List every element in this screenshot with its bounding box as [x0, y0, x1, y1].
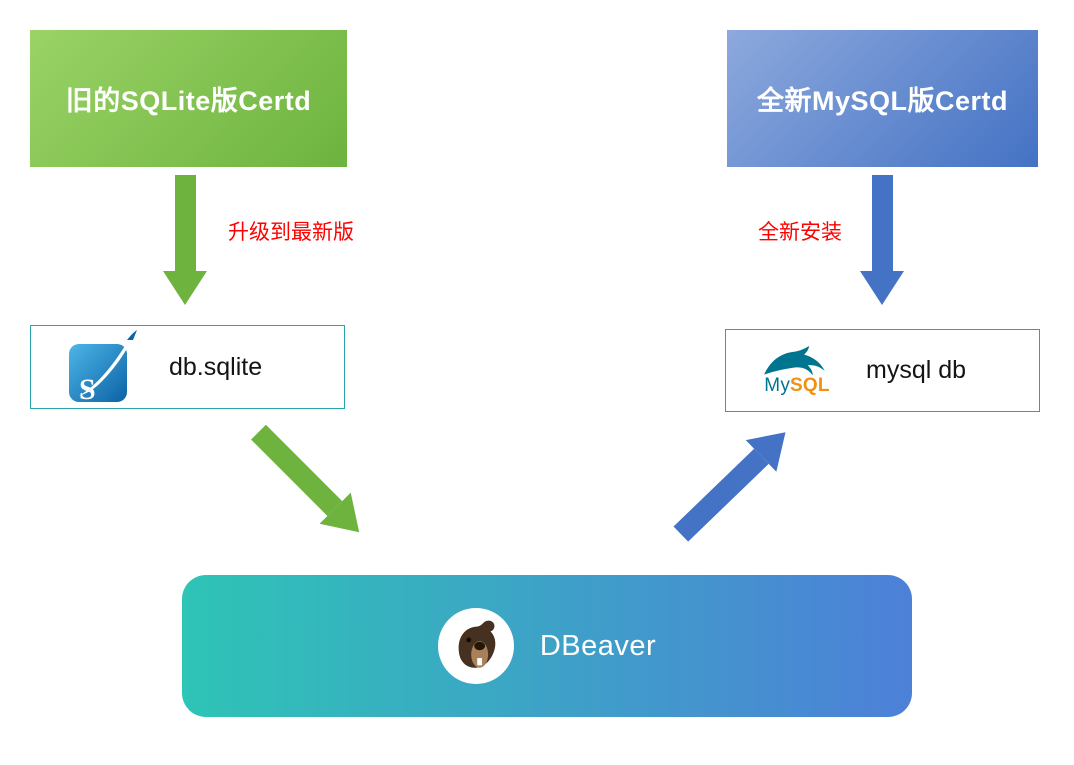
- sqlite-to-dbeaver-arrow: [243, 416, 375, 548]
- mysql-wordmark: MySQL: [764, 374, 830, 396]
- upgrade-edge-label: 升级到最新版: [228, 221, 354, 244]
- sqlite-icon: S: [67, 330, 137, 406]
- dbeaver-beaver-icon: [458, 620, 496, 668]
- node-mysql-db: MySQL mysql db: [725, 329, 1040, 412]
- arrow-head: [163, 271, 207, 305]
- arrow-shaft: [251, 424, 343, 516]
- fresh-install-arrow: [860, 175, 904, 305]
- node-sqlite-db: S db.sqlite: [30, 325, 345, 409]
- upgrade-arrow: [163, 175, 207, 305]
- dbeaver-to-mysql-arrow: [665, 416, 801, 549]
- fresh-install-edge-label: 全新安装: [758, 221, 842, 244]
- mysql-dolphin-icon: [764, 345, 825, 375]
- dbeaver-label: DBeaver: [539, 629, 657, 662]
- node-old-sqlite-certd: 旧的SQLite版Certd: [30, 30, 347, 167]
- mysql-wordmark-my: My: [764, 374, 791, 396]
- arrow-shaft: [871, 175, 893, 271]
- sqlite-letter: S: [79, 373, 96, 406]
- sqlite-icon-svg: S: [69, 330, 137, 406]
- node-new-mysql-certd-label: 全新MySQL版Certd: [756, 86, 1009, 116]
- arrow-head: [860, 271, 904, 305]
- mysql-db-label: mysql db: [866, 356, 967, 384]
- node-new-mysql-certd: 全新MySQL版Certd: [727, 30, 1038, 167]
- arrow-shaft: [673, 448, 769, 542]
- node-dbeaver: DBeaver: [182, 575, 912, 717]
- arrow-shaft: [174, 175, 196, 271]
- node-old-sqlite-certd-label: 旧的SQLite版Certd: [65, 86, 312, 116]
- mysql-icon: MySQL: [754, 345, 840, 396]
- dbeaver-icon: [437, 608, 514, 684]
- sqlite-db-label: db.sqlite: [169, 352, 263, 381]
- mysql-wordmark-sql: SQL: [790, 374, 830, 396]
